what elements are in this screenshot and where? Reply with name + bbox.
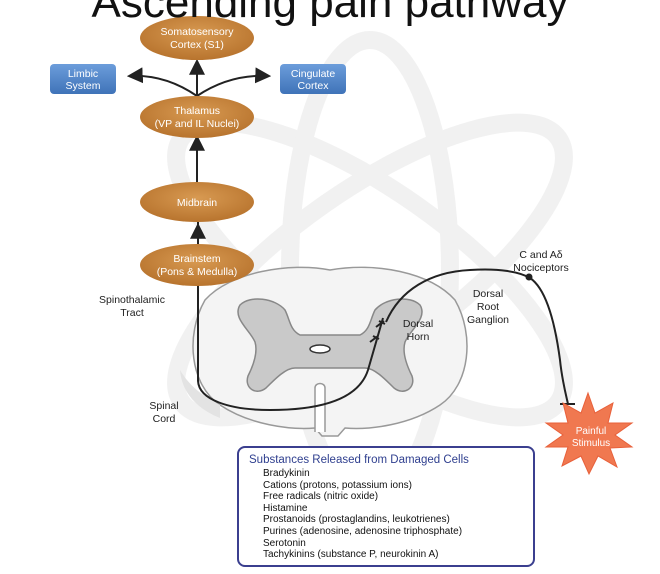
list-item: Tachykinins (substance P, neurokinin A): [263, 549, 439, 561]
node-cingulate-label-1: Cingulate: [291, 68, 336, 80]
substances-box: Substances Released from Damaged Cells B…: [237, 446, 535, 567]
spinothalamic-tract-line: [197, 252, 384, 412]
node-thalamus-label-2: (VP and IL Nuclei): [155, 118, 240, 130]
node-limbic: [50, 64, 116, 94]
label-stimulus-1: Painful: [576, 426, 607, 437]
label-nociceptors-1: C and Aδ: [519, 249, 562, 261]
label-drg-2: Root: [477, 301, 499, 313]
label-spinothalamic-1: Spinothalamic: [99, 294, 165, 306]
node-midbrain-label: Midbrain: [177, 197, 217, 209]
list-item: Prostanoids (prostaglandins, leukotriene…: [263, 514, 450, 526]
label-dorsal-horn-2: Horn: [407, 331, 430, 343]
node-limbic-label-2: System: [65, 80, 100, 92]
label-dorsal-horn-1: Dorsal: [403, 318, 433, 330]
list-item: Histamine: [263, 502, 308, 514]
list-item: Cations (protons, potassium ions): [263, 479, 412, 491]
list-item: Purines (adenosine, adenosine triphospha…: [263, 525, 463, 537]
label-nociceptors-2: Nociceptors: [513, 262, 568, 274]
node-s1-label-2: Cortex (S1): [170, 39, 224, 51]
node-brainstem: [140, 244, 254, 286]
arrow-thalamus-limbic: [126, 67, 198, 97]
node-midbrain: [140, 182, 254, 222]
node-s1-label-1: Somatosensory: [161, 26, 235, 38]
synapse-marks: [369, 320, 386, 343]
list-item: Free radicals (nitric oxide): [263, 491, 379, 503]
node-brainstem-label-2: (Pons & Medulla): [157, 266, 238, 278]
label-stimulus-2: Stimulus: [572, 438, 610, 449]
nociceptor-terminal: [525, 273, 533, 281]
substances-list: Bradykinin Cations (protons, potassium i…: [249, 468, 523, 561]
list-item: Serotonin: [263, 537, 306, 549]
spinal-cord-section: [180, 266, 468, 437]
arrow-thalamus-cingulate: [196, 67, 272, 97]
list-item: Bradykinin: [263, 468, 310, 479]
node-limbic-label-1: Limbic: [68, 68, 98, 80]
node-thalamus-label-1: Thalamus: [174, 105, 220, 117]
node-thalamus: [140, 96, 254, 138]
node-s1: [140, 16, 254, 60]
node-brainstem-label-1: Brainstem: [173, 253, 221, 265]
label-spinothalamic-2: Tract: [120, 307, 144, 319]
substances-title: Substances Released from Damaged Cells: [249, 454, 469, 466]
painful-stimulus-burst: [544, 391, 634, 476]
label-spinal-cord-1: Spinal: [149, 400, 178, 412]
page-title: Ascending pain pathway: [91, 0, 569, 27]
label-drg-1: Dorsal: [473, 288, 503, 300]
label-drg-3: Ganglion: [467, 314, 509, 326]
label-spinal-cord-2: Cord: [153, 413, 176, 425]
node-cingulate: [280, 64, 346, 94]
node-cingulate-label-2: Cortex: [298, 80, 330, 92]
